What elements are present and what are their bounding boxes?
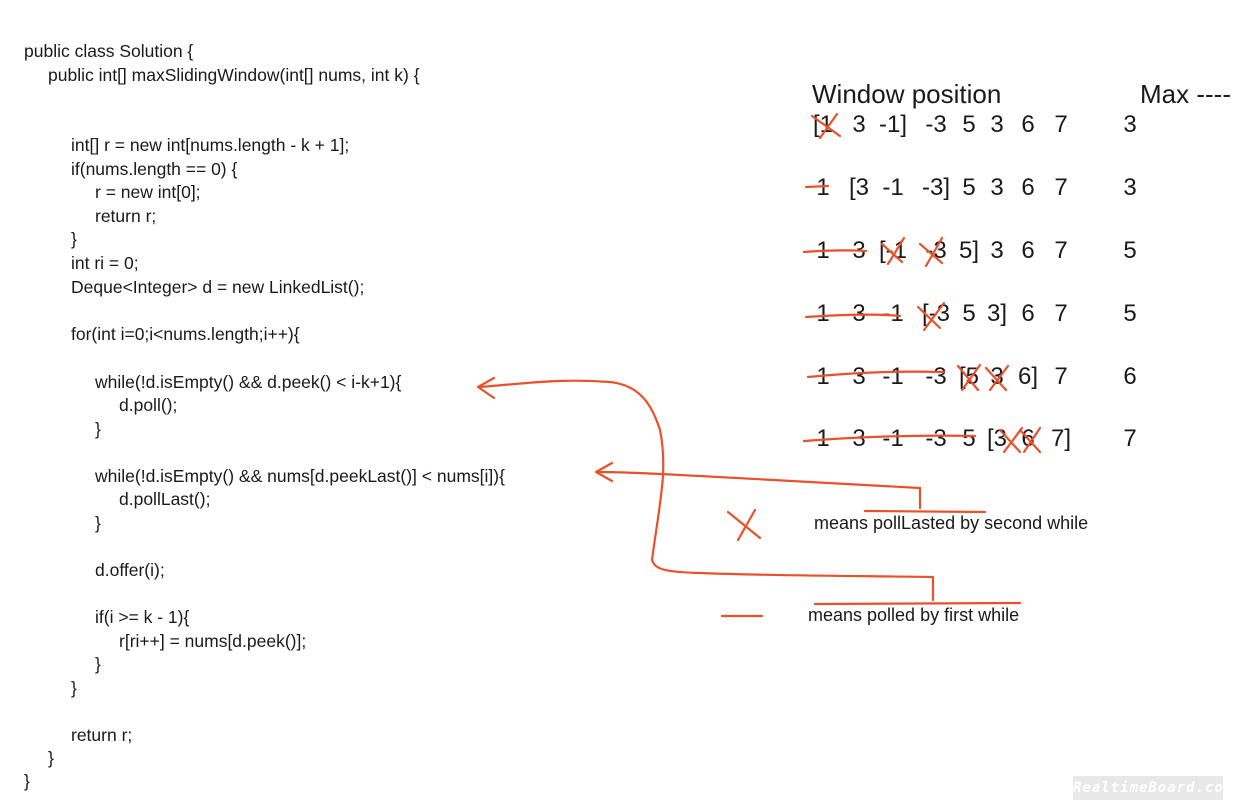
code-line: } <box>48 748 54 768</box>
code-line: return r; <box>71 725 133 745</box>
code-line: } <box>95 513 101 533</box>
window-value: -3 <box>925 425 947 452</box>
watermark: RealtimeBoard.com <box>1073 776 1232 800</box>
code-line: d.pollLast(); <box>119 489 211 509</box>
code-line: } <box>71 229 77 249</box>
window-value: [1 <box>812 111 834 138</box>
legend-x-icon <box>726 508 762 542</box>
window-value: 5 <box>962 111 976 138</box>
window-value: 7 <box>1054 300 1068 327</box>
window-value: 3 <box>852 237 866 264</box>
legend-dash-text: means polled by first while <box>808 605 1020 625</box>
window-value: 3 <box>852 111 866 138</box>
window-value: -1 <box>882 300 904 327</box>
max-value: 3 <box>1123 174 1137 201</box>
window-value: -3 <box>925 111 947 138</box>
window-value: 7 <box>1054 111 1068 138</box>
code-line: int ri = 0; <box>71 253 139 273</box>
window-value: 3 <box>852 363 866 390</box>
code-line: public int[] maxSlidingWindow(int[] nums… <box>48 65 420 85</box>
window-value: 7 <box>1054 363 1068 390</box>
arrow-to-first-while <box>478 379 665 562</box>
window-value: 6] <box>1017 363 1039 390</box>
window-value: [3 <box>986 425 1008 452</box>
code-line: d.poll(); <box>119 395 178 415</box>
window-value: -1 <box>882 425 904 452</box>
code-line: int[] r = new int[nums.length - k + 1]; <box>71 135 350 155</box>
code-line: while(!d.isEmpty() && nums[d.peekLast()]… <box>95 466 505 486</box>
window-value: 5 <box>962 174 976 201</box>
window-value: -3 <box>925 237 947 264</box>
max-value: 5 <box>1123 300 1137 327</box>
code-line: if(nums.length == 0) { <box>71 159 238 179</box>
window-value: 6 <box>1021 300 1035 327</box>
code-line: d.offer(i); <box>95 560 165 580</box>
window-value: 7 <box>1054 174 1068 201</box>
arrow-to-second-while <box>596 470 922 510</box>
code-line: Deque<Integer> d = new LinkedList(); <box>71 277 365 297</box>
code-line: } <box>24 771 30 791</box>
window-value: -1] <box>878 111 908 138</box>
window-value: 3 <box>852 300 866 327</box>
code-line: } <box>95 419 101 439</box>
window-value: 3 <box>990 363 1004 390</box>
window-value: -3] <box>921 174 951 201</box>
arrowhead-first-while <box>476 376 496 400</box>
window-value: 1 <box>816 237 830 264</box>
max-value: 7 <box>1123 425 1137 452</box>
window-position-header: Window position <box>812 79 1002 109</box>
max-value: 3 <box>1123 111 1137 138</box>
code-line: } <box>95 654 101 674</box>
code-line: r = new int[0]; <box>95 182 201 202</box>
window-value: 5] <box>958 237 980 264</box>
code-line: r[ri++] = nums[d.peek()]; <box>119 631 307 651</box>
code-line: return r; <box>95 206 157 226</box>
window-value: 5 <box>962 300 976 327</box>
window-value: 3 <box>852 425 866 452</box>
window-value: [5 <box>958 363 980 390</box>
window-value: -3 <box>925 363 947 390</box>
window-value: 1 <box>816 174 830 201</box>
arrowhead-second-while <box>594 461 614 483</box>
window-value: 6 <box>1021 111 1035 138</box>
legend-x-underline <box>863 509 987 514</box>
max-header: Max ---- <box>1140 79 1231 109</box>
code-line: if(i >= k - 1){ <box>95 607 190 627</box>
connector-first-while <box>650 558 935 602</box>
window-value: 6 <box>1021 174 1035 201</box>
window-value: -1 <box>882 363 904 390</box>
window-value: 5 <box>962 425 976 452</box>
window-value: [-3 <box>921 300 951 327</box>
window-value: 7 <box>1054 237 1068 264</box>
window-value: 7] <box>1050 425 1072 452</box>
window-value: 6 <box>1021 237 1035 264</box>
window-value: 3 <box>990 174 1004 201</box>
window-value: 1 <box>816 300 830 327</box>
window-value: 3 <box>990 111 1004 138</box>
code-line: public class Solution { <box>24 41 194 61</box>
code-line: while(!d.isEmpty() && d.peek() < i-k+1){ <box>95 372 402 392</box>
max-value: 5 <box>1123 237 1137 264</box>
window-value: 6 <box>1021 425 1035 452</box>
window-value: 1 <box>816 425 830 452</box>
window-value: -1 <box>882 174 904 201</box>
code-line: for(int i=0;i<nums.length;i++){ <box>71 324 300 344</box>
window-value: [-1 <box>878 237 908 264</box>
window-value: 3 <box>990 237 1004 264</box>
window-value: 1 <box>816 363 830 390</box>
legend-dash-underline <box>813 601 1022 606</box>
max-value: 6 <box>1123 363 1137 390</box>
code-line: } <box>71 678 77 698</box>
window-value: 3] <box>986 300 1008 327</box>
window-value: [3 <box>848 174 870 201</box>
legend-x-text: means pollLasted by second while <box>814 513 1089 533</box>
